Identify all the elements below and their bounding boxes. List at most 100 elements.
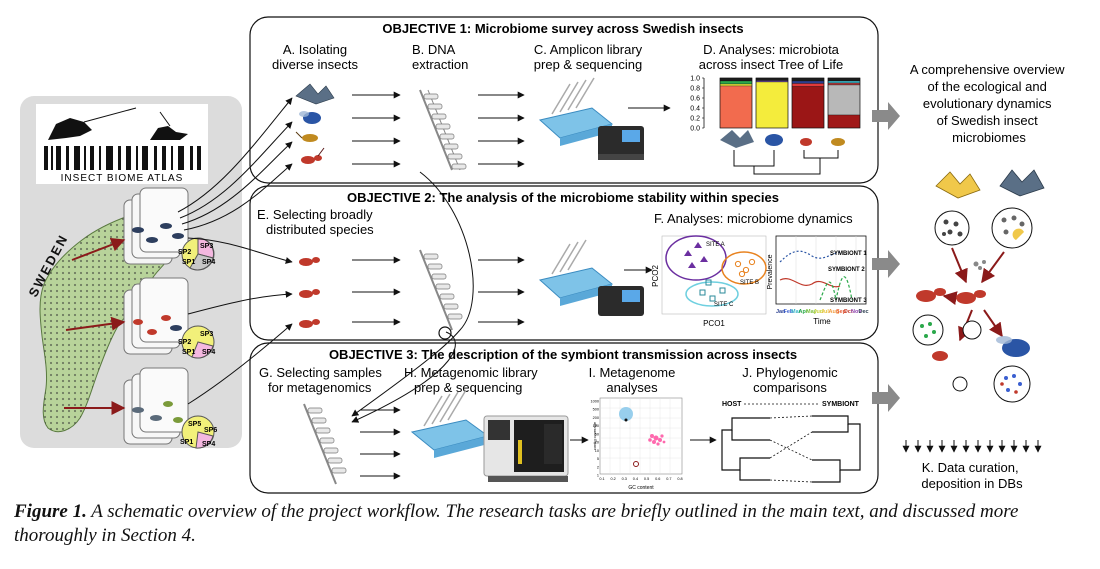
- tick-label: 0.5: [644, 477, 649, 481]
- ant-icon: [932, 351, 948, 361]
- caption-text: A schematic overview of the project work…: [14, 501, 1019, 546]
- tick-label: 0.7: [666, 477, 671, 481]
- month-label: Jun: [814, 309, 824, 315]
- month-label: May: [806, 309, 818, 315]
- tick-label: 500: [593, 408, 599, 412]
- symbiont-3-label: SYMBIONT 3: [830, 298, 867, 304]
- sp-label: SP1: [182, 259, 195, 266]
- bar-segment: [719, 85, 753, 129]
- logo-text: INSECT BIOME ATLAS: [61, 173, 184, 184]
- month-label: Dec: [859, 309, 869, 315]
- objective-2-title: OBJECTIVE 2: The analysis of the microbi…: [347, 190, 779, 205]
- tick-label: 0.6: [655, 477, 660, 481]
- month-label: Jan: [776, 309, 786, 315]
- tanglegram: HOST SYMBIONT: [721, 401, 861, 483]
- host-tree: [733, 150, 839, 175]
- left-panel: SWEDEN INSECT BIOME ATLAS: [20, 96, 242, 449]
- figure-label: Figure 1.: [14, 501, 87, 522]
- month-label: Sep: [836, 309, 847, 315]
- month-label: Aug: [829, 309, 840, 315]
- curation-text: K. Data curation, deposition in DBs: [921, 460, 1023, 491]
- tick-label: 1: [597, 474, 599, 478]
- scatter-y-label: contig coverage: [592, 421, 597, 450]
- prevalence-x-label: Time: [813, 317, 831, 326]
- tick-label: 0.8: [677, 477, 682, 481]
- insect-biome-atlas-logo: INSECT BIOME ATLAS: [36, 104, 208, 184]
- microbiome-circle: [934, 210, 970, 246]
- bar-segment: [791, 86, 825, 129]
- tick-label: 0.8: [690, 86, 700, 93]
- bar-segment: [719, 77, 753, 82]
- sequencer-icon: [598, 126, 644, 160]
- sp-label: SP6: [204, 427, 217, 434]
- microbiome-circle: [912, 314, 944, 346]
- month-label: Mar: [791, 309, 802, 315]
- pco-y-label: PCO2: [651, 265, 660, 287]
- fly-icon: [299, 111, 321, 124]
- tick-label: 0.0: [690, 126, 700, 133]
- arrows-g-to-h: [360, 406, 401, 480]
- bar-segment: [719, 83, 753, 87]
- wasp-icon: [831, 138, 845, 146]
- ant-icon: [916, 288, 946, 302]
- species-pie-1: SP2 SP1 SP3 SP4: [178, 237, 215, 271]
- sp-label: SP2: [178, 339, 191, 346]
- ant-icon: [299, 289, 320, 298]
- month-label: Nov: [851, 309, 862, 315]
- sample-jar-3: [123, 367, 189, 445]
- tick-label: 0.3: [622, 477, 627, 481]
- microbiome-circle: [991, 207, 1033, 249]
- sp-label: SP4: [202, 349, 215, 356]
- month-label: Feb: [784, 309, 794, 315]
- bar-segment: [791, 83, 825, 87]
- pcr-plate-icon: [410, 389, 490, 458]
- sample-jar-2: [123, 277, 189, 355]
- objective-1-title: OBJECTIVE 1: Microbiome survey across Sw…: [382, 21, 743, 36]
- sp-label: SP1: [182, 349, 195, 356]
- overview-text: A comprehensive overview of the ecologic…: [910, 62, 1068, 145]
- tick-label: 100: [593, 424, 599, 428]
- objective-1-box: [249, 16, 879, 184]
- pco-x-label: PCO1: [703, 319, 725, 328]
- connector-arrows: [177, 97, 474, 423]
- symbiont-2-label: SYMBIONT 2: [828, 267, 865, 273]
- bar-segment: [755, 81, 789, 129]
- arrows-e-to-dna: [352, 256, 401, 326]
- site-c-label: SITE C: [714, 302, 734, 308]
- site-b-label: SITE B: [740, 280, 759, 286]
- tick-label: 5: [597, 457, 599, 461]
- sp-label: SP1: [180, 439, 193, 446]
- sequencer-icon: [483, 415, 569, 482]
- species-pie-3: SP5 SP6 SP1 SP4: [180, 415, 217, 449]
- bar-segment: [827, 77, 861, 82]
- sp-label: SP3: [200, 243, 213, 250]
- insect-network-illustration: [912, 169, 1045, 403]
- prevalence-y-label: Prevalence: [767, 254, 774, 289]
- tick-label: 0.4: [690, 106, 700, 113]
- bar: [791, 77, 825, 129]
- bar-segment: [791, 80, 825, 84]
- scatter-x-label: GC content: [628, 485, 654, 491]
- prevalence-plot: SYMBIONT 1 SYMBIONT 2 SYMBIONT 3 Prevale…: [767, 235, 869, 326]
- dna-tube-strip-icon: [419, 249, 463, 331]
- figure-caption: Figure 1. A schematic overview of the pr…: [14, 500, 1089, 548]
- month-label: Oct: [844, 309, 853, 315]
- objective-3-title: OBJECTIVE 3: The description of the symb…: [329, 347, 797, 362]
- ant-icon: [800, 138, 812, 146]
- bar: [827, 77, 861, 129]
- arrows-a-to-b: [352, 91, 401, 168]
- sp-label: SP3: [200, 331, 213, 338]
- bar-segment: [827, 80, 861, 84]
- bar-segment: [827, 84, 861, 116]
- microbiome-circle: [952, 376, 968, 392]
- moth-icon: [295, 83, 335, 105]
- dna-tube-strip-icon: [303, 403, 347, 485]
- dna-tube-strip-icon: [419, 89, 467, 171]
